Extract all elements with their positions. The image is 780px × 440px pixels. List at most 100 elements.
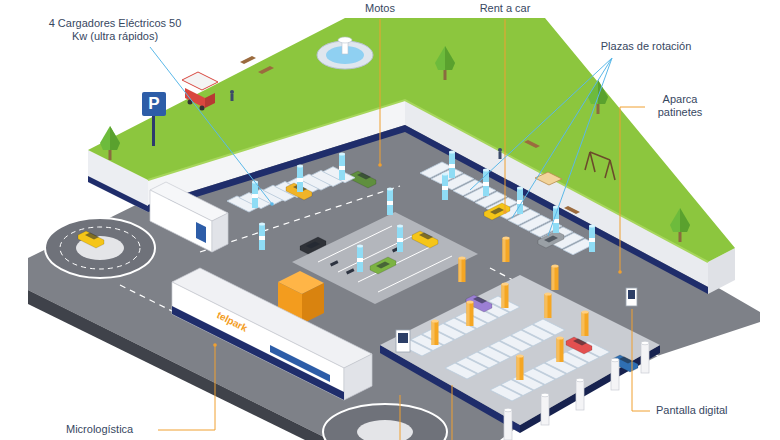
playground: [535, 152, 615, 185]
charger-row: [449, 151, 455, 179]
parking-zone: [412, 231, 438, 248]
charger-row: [517, 187, 523, 215]
micrologistics-building: [344, 354, 372, 400]
support-pillars: [541, 393, 549, 425]
motorbike: [330, 246, 401, 274]
support-pillars: [504, 341, 649, 440]
parking-sign: [142, 92, 166, 146]
green-roof: [435, 46, 455, 80]
leader-line: [400, 395, 401, 440]
leader-line: [150, 47, 272, 204]
white-box: [150, 182, 228, 252]
parking-row: [538, 231, 564, 248]
callout-label: Rent a car: [468, 2, 542, 15]
support-pillars: [641, 341, 649, 373]
green-roof: [88, 18, 735, 262]
bench: [258, 66, 274, 74]
lower-platform: [503, 236, 510, 262]
lower-platform: [552, 264, 559, 290]
lower-platform: [557, 336, 564, 362]
charger-row: [589, 225, 595, 253]
orange-container: [302, 283, 324, 324]
digital-screen: [626, 288, 637, 306]
green-roof: [670, 208, 690, 242]
person: [231, 94, 234, 101]
parking-row: [484, 203, 510, 220]
parking-zone: [318, 226, 392, 262]
micrologistics-building: [172, 282, 344, 400]
charger-row: [339, 153, 345, 181]
playground: [605, 160, 610, 178]
playground: [590, 152, 610, 160]
leader-line: [213, 343, 217, 347]
food-cart: [200, 106, 205, 111]
leader-line: [158, 345, 215, 430]
lower-platform: [545, 292, 552, 318]
parking-zone: [370, 257, 396, 274]
wall: [88, 176, 148, 212]
callout-label: 4 Cargadores Eléctricos 50 Kw (ultra ráp…: [45, 17, 185, 43]
charger-row: [442, 173, 448, 201]
circular-ramp: [45, 218, 155, 278]
charger-row: [259, 223, 265, 251]
support-pillars: [504, 408, 512, 440]
leader-line: [380, 19, 381, 165]
circular-ramp: [323, 404, 447, 440]
leader-line: [503, 210, 507, 214]
parking-sign: [142, 92, 166, 116]
circular-ramp: [323, 404, 447, 440]
bench: [240, 56, 256, 64]
micrologistics-building: [172, 268, 372, 400]
micrologistics-building: [172, 306, 344, 400]
leader-line: [548, 58, 612, 236]
playground: [590, 152, 595, 172]
parking-zone: [358, 246, 432, 282]
lower-platform: [432, 319, 439, 345]
lower-platform: [566, 337, 592, 354]
callout-label: Pantalla digital: [656, 404, 766, 417]
leader-line: [618, 270, 622, 274]
parking-zone: [350, 171, 376, 188]
charger-row: [387, 188, 393, 216]
motorbike: [330, 260, 339, 266]
circular-ramp: [60, 227, 140, 269]
fountain: [317, 37, 373, 69]
leader-line: [512, 58, 612, 218]
callout-label: Plazas de rotación: [585, 40, 707, 53]
leader-line: [378, 163, 382, 167]
person: [499, 152, 502, 159]
green-roof: [88, 18, 735, 262]
leader-line: [270, 202, 274, 206]
lower-platform: [517, 354, 524, 380]
lower-platform: [380, 236, 660, 433]
lower-platform: [380, 275, 660, 425]
green-roof: [148, 100, 708, 262]
white-box: [150, 190, 212, 252]
charger-row: [297, 165, 303, 193]
circular-ramp: [45, 218, 155, 278]
bench: [564, 206, 580, 214]
lower-platform: [467, 300, 474, 326]
leader-line: [470, 58, 612, 190]
micrologistics-building: [270, 345, 330, 382]
motorbike: [346, 268, 355, 274]
support-pillars: [576, 378, 584, 410]
leader-line: [505, 19, 506, 212]
leader-line: [632, 309, 650, 411]
lower-platform: [502, 282, 509, 308]
digital-screen: [396, 330, 410, 352]
playground: [610, 160, 615, 180]
person: [230, 90, 234, 94]
food-cart: [205, 93, 215, 108]
leader-line: [452, 385, 453, 440]
food-cart: [182, 72, 218, 90]
digital-screen: [628, 290, 635, 299]
green-roof: [100, 126, 120, 160]
digital-screen: [396, 288, 637, 352]
lower-platform: [533, 319, 565, 335]
fountain: [317, 41, 373, 69]
person: [230, 90, 502, 159]
playground: [585, 152, 590, 170]
